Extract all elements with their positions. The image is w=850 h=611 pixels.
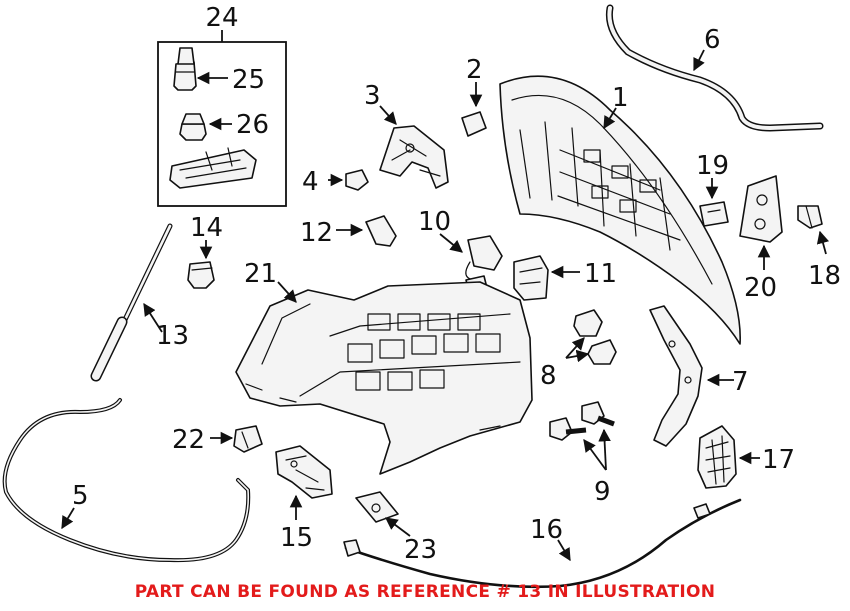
callout-4: 4: [302, 167, 319, 197]
part-12-pin: [336, 215, 397, 247]
callout-3: 3: [364, 81, 381, 111]
part-20-hinge-bracket: [739, 175, 783, 270]
part-reference-note: PART CAN BE FOUND AS REFERENCE # 13 IN I…: [134, 582, 716, 602]
callout-11: 11: [584, 259, 617, 289]
callout-20: 20: [744, 273, 777, 303]
callout-26: 26: [236, 110, 269, 140]
callout-7: 7: [732, 367, 749, 397]
part-24-kit-box: [157, 30, 287, 207]
part-11-bracket: [513, 255, 580, 301]
part-5-release-cable: [2, 398, 251, 563]
part-4-nut: [328, 169, 369, 191]
part-9-bolts: [549, 401, 615, 471]
part-25-clip: [173, 47, 228, 91]
part-13-gas-strut: [90, 223, 173, 382]
callout-18: 18: [808, 261, 841, 291]
callout-9: 9: [594, 477, 611, 507]
callout-5: 5: [72, 481, 89, 511]
callout-1: 1: [612, 83, 629, 113]
part-8-nuts: [565, 309, 617, 365]
callout-16: 16: [530, 515, 563, 545]
callout-17: 17: [762, 445, 795, 475]
callout-2: 2: [466, 55, 483, 85]
part-19-connector: [699, 178, 729, 227]
part-15-latch: [275, 445, 333, 520]
callout-25: 25: [232, 65, 265, 95]
part-26-grommet: [179, 113, 232, 141]
callout-10: 10: [418, 207, 451, 237]
part-24-bracket: [169, 147, 257, 189]
part-18-screw: [797, 205, 830, 255]
callout-23: 23: [404, 535, 437, 565]
part-7-hinge: [649, 305, 734, 447]
callout-19: 19: [696, 151, 729, 181]
part-2-bump-stop: [461, 82, 487, 137]
callout-21: 21: [244, 259, 277, 289]
callout-8: 8: [540, 361, 557, 391]
part-6-weatherstrip: [605, 4, 824, 132]
part-17-release-handle: [697, 425, 760, 489]
part-16-release-cable: [343, 498, 742, 589]
callout-6: 6: [704, 25, 721, 55]
callout-24: 24: [205, 3, 238, 33]
callout-22: 22: [172, 425, 205, 455]
callout-14: 14: [190, 213, 223, 243]
callout-13: 13: [156, 321, 189, 351]
callout-15: 15: [280, 523, 313, 553]
part-21-insulator: [235, 281, 533, 475]
part-14-grommet: [187, 240, 215, 289]
part-3-latch: [379, 105, 449, 189]
part-22-clip: [210, 425, 263, 453]
part-23-clip: [355, 491, 411, 537]
part-1-hood-panel: [499, 75, 741, 345]
callout-12: 12: [300, 218, 333, 248]
